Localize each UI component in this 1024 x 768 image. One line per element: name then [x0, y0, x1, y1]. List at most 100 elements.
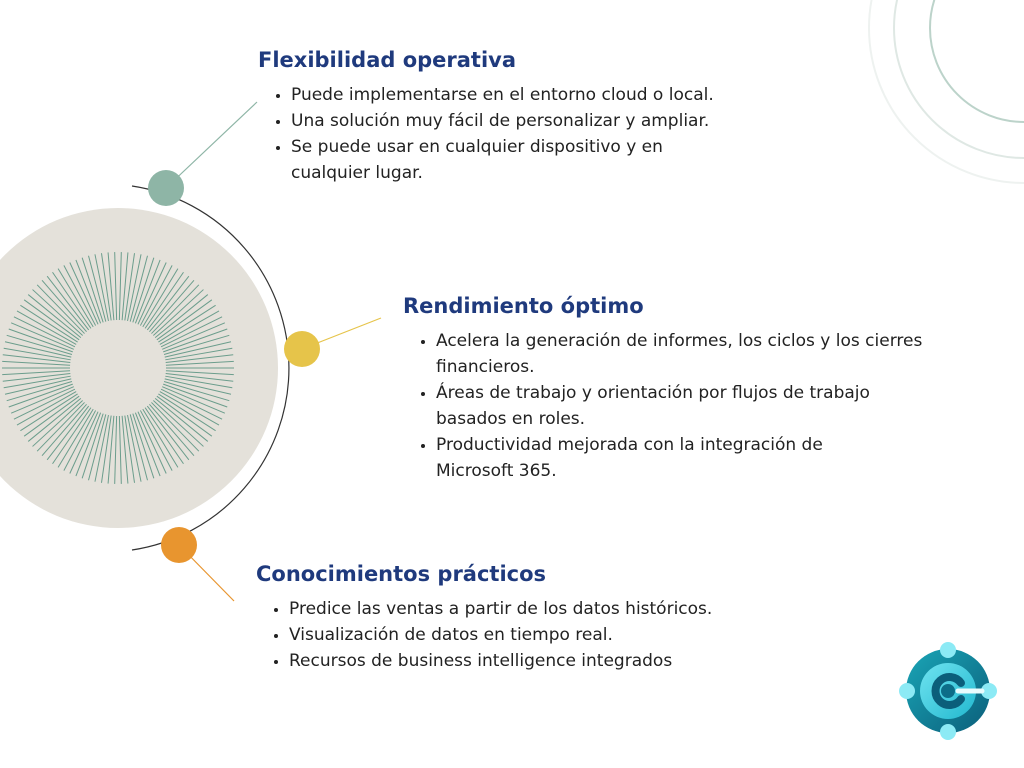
list-item: Puede implementarse en el entorno cloud …: [291, 82, 778, 108]
section-conocimientos: Conocimientos prácticos Predice las vent…: [256, 562, 816, 674]
radial-tick: [163, 328, 228, 353]
radial-tick: [127, 414, 142, 482]
radial-tick: [154, 397, 209, 442]
deco-ring-inner: [929, 0, 1024, 123]
radial-tick: [159, 391, 220, 426]
radial-tick: [158, 393, 216, 432]
section-list-flexibilidad: Puede implementarse en el entorno cloud …: [258, 82, 778, 186]
radial-tick: [10, 386, 74, 414]
radial-tick: [151, 284, 200, 334]
list-item: Predice las ventas a partir de los datos…: [289, 596, 816, 622]
radial-tick: [20, 304, 78, 343]
radial-tick: [134, 259, 161, 324]
radial-tick: [4, 378, 72, 395]
radial-tick: [2, 354, 71, 364]
radial-tick: [153, 400, 204, 447]
radial-tick: [32, 289, 83, 336]
node-rendimiento: [284, 331, 320, 367]
radial-tick: [142, 268, 179, 328]
section-title-flexibilidad: Flexibilidad operativa: [258, 48, 517, 72]
deco-ring-middle: [893, 0, 1024, 159]
radial-ticks: [2, 252, 234, 484]
radial-tick: [149, 403, 195, 456]
radial-tick: [124, 253, 136, 321]
radial-tick: [16, 391, 77, 426]
radial-tick: [146, 275, 190, 331]
section-list-rendimiento: Acelera la generación de informes, los c…: [403, 328, 923, 484]
radial-tick: [63, 410, 97, 471]
radial-tick: [165, 372, 234, 382]
radial-tick: [36, 402, 85, 452]
radial-tick: [154, 294, 209, 339]
dynamics-365-business-central-icon: [899, 642, 997, 740]
timeline-arc: [131, 185, 290, 551]
radial-tick: [149, 280, 195, 333]
radial-tick: [132, 257, 155, 323]
section-title-rendimiento: Rendimiento óptimo: [403, 294, 644, 318]
radial-tick: [52, 271, 92, 329]
radial-tick: [163, 383, 228, 408]
radial-tick: [160, 316, 223, 348]
radial-tick: [10, 322, 74, 350]
radial-tick: [32, 400, 83, 447]
section-flexibilidad: Flexibilidad operativa Puede implementar…: [258, 48, 778, 186]
radial-tick: [114, 252, 118, 321]
radial-tick: [81, 413, 104, 479]
radial-tick: [139, 410, 173, 471]
radial-tick: [2, 372, 71, 382]
radial-tick: [163, 334, 230, 355]
radial-tick: [8, 383, 73, 408]
radial-tick: [2, 370, 71, 376]
radial-tick: [151, 402, 200, 452]
radial-tick: [69, 262, 99, 325]
radial-tick: [100, 415, 112, 483]
radial-tick: [16, 310, 77, 345]
radial-tick: [2, 360, 71, 366]
radial-tick: [139, 265, 173, 326]
radial-tick: [36, 284, 85, 334]
section-rendimiento: Rendimiento óptimo Acelera la generación…: [403, 294, 923, 484]
radial-tick: [57, 408, 94, 468]
radial-tick: [23, 299, 80, 341]
radial-tick: [121, 415, 129, 484]
radial-tick: [156, 299, 213, 341]
radial-tick: [144, 271, 184, 329]
radial-tick: [121, 252, 129, 321]
radial-tick: [94, 254, 109, 322]
radial-tick: [75, 259, 102, 324]
radial-tick: [75, 412, 102, 477]
radial-tick: [165, 360, 234, 366]
radial-tick: [159, 310, 220, 345]
deco-ring-outer: [868, 0, 1024, 184]
radial-tick: [52, 407, 92, 465]
radial-tick: [137, 411, 167, 474]
radial-tick: [100, 253, 112, 321]
radial-tick: [94, 414, 109, 482]
section-title-conocimientos: Conocimientos prácticos: [256, 562, 547, 586]
radial-tick: [3, 375, 71, 389]
radial-tick: [118, 252, 122, 321]
radial-tick: [69, 411, 99, 474]
radial-tick: [132, 413, 155, 479]
radial-tick: [129, 255, 148, 322]
radial-tick: [134, 412, 161, 477]
radial-tick: [81, 257, 104, 323]
connector-flexibilidad: [165, 101, 258, 189]
radial-tick: [129, 414, 148, 481]
radial-tick: [158, 304, 216, 343]
radial-tick: [41, 403, 87, 456]
radial-tick: [41, 280, 87, 333]
radial-tick: [27, 397, 82, 442]
radial-tick: [4, 341, 72, 358]
radial-tick: [124, 415, 136, 483]
radial-tick: [165, 370, 234, 376]
radial-tick: [165, 347, 233, 361]
radial-tick: [63, 265, 97, 326]
radial-tick: [118, 415, 122, 484]
radial-tick: [146, 405, 190, 461]
radial-tick: [6, 334, 73, 355]
radial-tick: [6, 381, 73, 402]
list-item: Visualización de datos en tiempo real.: [289, 622, 816, 648]
list-item: Se puede usar en cualquier dispositivo y…: [291, 134, 731, 186]
